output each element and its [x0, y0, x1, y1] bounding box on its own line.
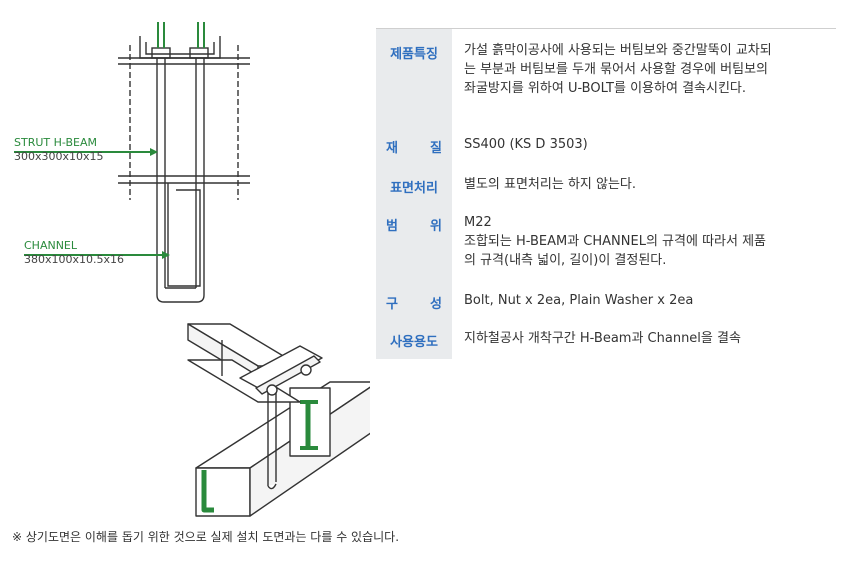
- spec-row-usage: 사용용도 지하철공사 개착구간 H-Beam과 Channel을 결속: [376, 317, 836, 359]
- value-line: SS400 (KS D 3503): [464, 137, 588, 152]
- label-features: 제품특징: [390, 47, 438, 62]
- value-line: 지하철공사 개착구간 H-Beam과 Channel을 결속: [464, 331, 741, 346]
- spec-row-material: 재 질 SS400 (KS D 3503): [376, 123, 836, 163]
- isometric-drawing: [187, 323, 370, 517]
- strut-size: 300x300x10x15: [14, 150, 104, 163]
- value-surface: 별도의 표면처리는 하지 않는다.: [452, 163, 836, 201]
- label-char: 성: [430, 297, 442, 312]
- strut-name: STRUT H-BEAM: [14, 136, 97, 149]
- technical-drawing: STRUT H-BEAM 300x300x10x15 CHANNEL 380x1…: [0, 0, 370, 530]
- spec-table: 제품특징 가설 흙막이공사에 사용되는 버팀보와 중간말뚝이 교차되 는 부분과…: [376, 28, 836, 359]
- value-line: Bolt, Nut x 2ea, Plain Washer x 2ea: [464, 293, 694, 308]
- value-line: 는 부분과 버팀보를 두개 묶어서 사용할 경우에 버팀보의: [464, 62, 769, 77]
- value-line: 조합되는 H-BEAM과 CHANNEL의 규격에 따라서 제품: [464, 234, 766, 249]
- label-char: 질: [430, 141, 442, 156]
- strut-callout: STRUT H-BEAM 300x300x10x15: [14, 136, 104, 164]
- value-material: SS400 (KS D 3503): [452, 123, 836, 163]
- label-char: 범: [386, 219, 398, 234]
- label-material: 재 질: [376, 123, 452, 163]
- label-usage: 사용용도: [390, 335, 438, 350]
- label-char: 구: [386, 297, 398, 312]
- value-line: 의 규격(내측 넓이, 길이)이 결정된다.: [464, 253, 667, 268]
- value-line: 별도의 표면처리는 하지 않는다.: [464, 177, 637, 192]
- value-line: 좌굴방지를 위하여 U-BOLT를 이용하여 결속시킨다.: [464, 81, 747, 96]
- footnote: ※ 상기도면은 이해를 돕기 위한 것으로 실제 설치 도면과는 다를 수 있습…: [12, 530, 400, 544]
- spec-row-composition: 구 성 Bolt, Nut x 2ea, Plain Washer x 2ea: [376, 279, 836, 317]
- value-composition: Bolt, Nut x 2ea, Plain Washer x 2ea: [452, 279, 836, 317]
- value-range: M22 조합되는 H-BEAM과 CHANNEL의 규격에 따라서 제품 의 규…: [452, 201, 836, 279]
- value-line: 가설 흙막이공사에 사용되는 버팀보와 중간말뚝이 교차되: [464, 43, 772, 58]
- spec-label-column: [376, 29, 452, 359]
- channel-callout: CHANNEL 380x100x10.5x16: [24, 239, 124, 267]
- label-surface: 표면처리: [390, 181, 438, 196]
- value-features: 가설 흙막이공사에 사용되는 버팀보와 중간말뚝이 교차되 는 부분과 버팀보를…: [452, 29, 836, 123]
- value-usage: 지하철공사 개착구간 H-Beam과 Channel을 결속: [452, 317, 836, 359]
- label-char: 위: [430, 219, 442, 234]
- label-composition: 구 성: [376, 279, 452, 317]
- spec-row-range: 범 위 M22 조합되는 H-BEAM과 CHANNEL의 규격에 따라서 제품…: [376, 201, 836, 279]
- spec-row-features: 제품특징 가설 흙막이공사에 사용되는 버팀보와 중간말뚝이 교차되 는 부분과…: [376, 29, 836, 123]
- channel-size: 380x100x10.5x16: [24, 253, 125, 266]
- channel-name: CHANNEL: [24, 239, 78, 252]
- label-char: 재: [386, 141, 398, 156]
- elevation-drawing: [14, 22, 250, 303]
- label-range: 범 위: [376, 201, 452, 279]
- spec-row-surface: 표면처리 별도의 표면처리는 하지 않는다.: [376, 163, 836, 201]
- value-line: M22: [464, 215, 492, 230]
